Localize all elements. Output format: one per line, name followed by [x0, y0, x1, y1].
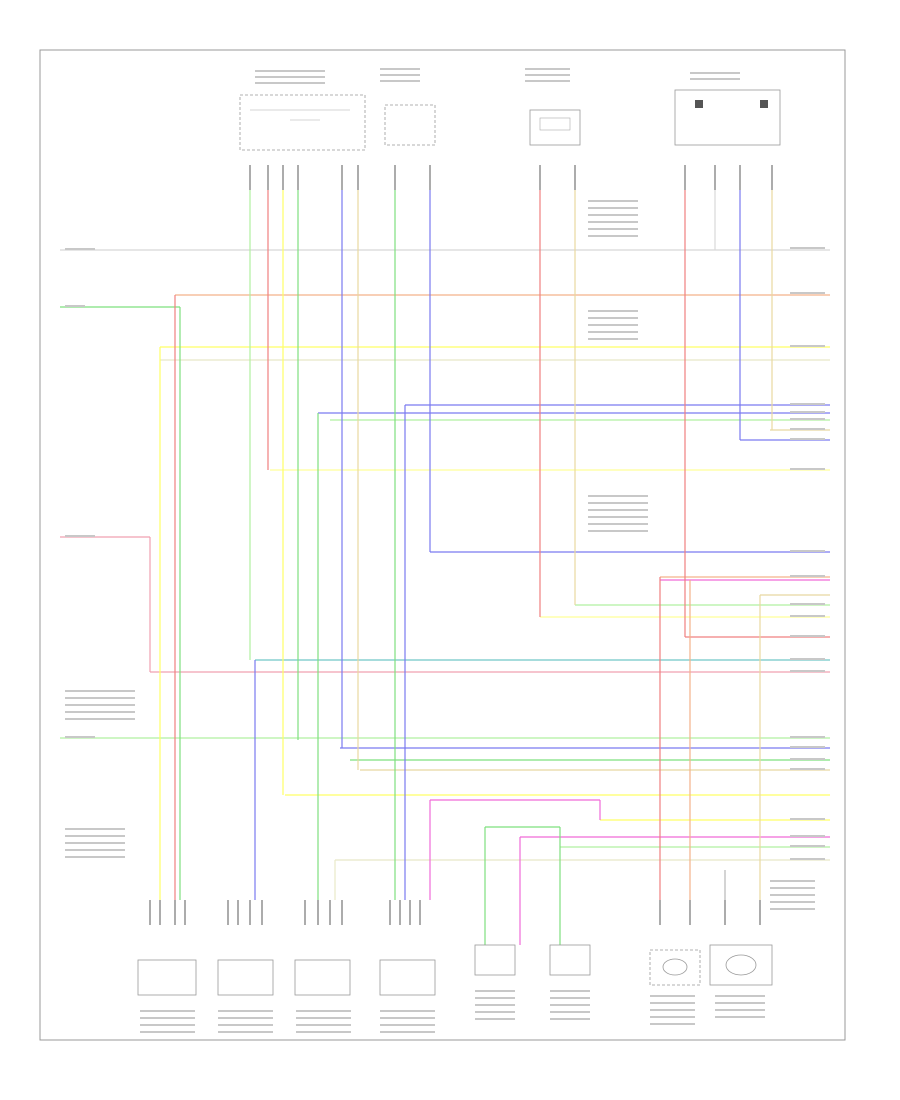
bottom-sensor-1-body	[662, 958, 688, 976]
bottom-module-1	[137, 959, 197, 996]
bottom-module-2	[217, 959, 274, 996]
top-connector-2	[384, 104, 436, 146]
horizontal-wires	[60, 249, 830, 861]
top-pin-ticks	[249, 165, 773, 190]
diagram-frame	[39, 49, 846, 1041]
bottom-module-3	[294, 959, 351, 996]
top-connector-3	[529, 109, 581, 146]
bottom-sensor-2-body	[725, 954, 757, 976]
bottom-module-6	[549, 944, 591, 976]
top-connector-1	[239, 94, 366, 151]
bottom-pin-ticks	[149, 900, 761, 925]
bottom-modules	[137, 944, 773, 996]
top-connector-4	[674, 89, 781, 146]
bottom-module-5	[474, 944, 516, 976]
bottom-sensor-1	[649, 949, 701, 986]
vertical-wires	[149, 190, 773, 945]
illegible-label-marks	[65, 68, 825, 1033]
bottom-module-4	[379, 959, 436, 996]
bottom-sensor-2	[709, 944, 773, 986]
